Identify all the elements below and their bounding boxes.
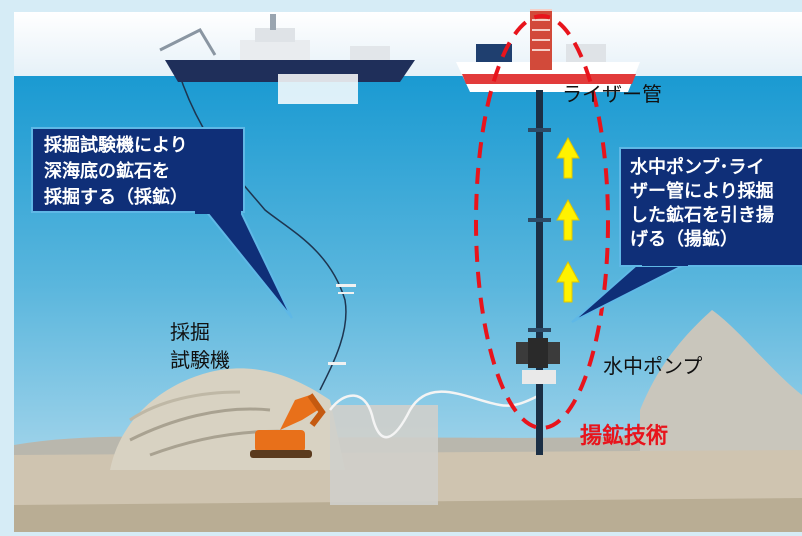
riser-pipe: [536, 90, 543, 455]
distant-mound: [640, 310, 802, 470]
highlight-ellipse: [474, 14, 610, 430]
submersible-pump-label: 水中ポンプ: [603, 354, 703, 378]
mining-callout-text: 採掘試験機により 深海底の鉱石を 採掘する（採鉱）: [44, 135, 188, 208]
seabed-sediment: [14, 498, 802, 532]
lifting-callout: [571, 147, 802, 323]
support-vessel: [159, 14, 415, 104]
mining-machine: [250, 393, 326, 458]
submersible-pump: [516, 338, 560, 384]
lifting-callout-text: 水中ポンプ･ライ ザー管により採掘 した鉱石を引き揚 げる（揚鉱）: [630, 157, 774, 250]
lifting-arrows: [556, 136, 580, 303]
seabed-block: [330, 405, 438, 505]
mining-machine-label: 採掘 試験機: [170, 320, 230, 372]
mining-callout: [31, 127, 293, 319]
lifting-technology-headline: 揚鉱技術: [580, 424, 669, 449]
slurry-hose: [329, 390, 541, 439]
riser-pipe-label: ライザー管: [562, 82, 662, 106]
